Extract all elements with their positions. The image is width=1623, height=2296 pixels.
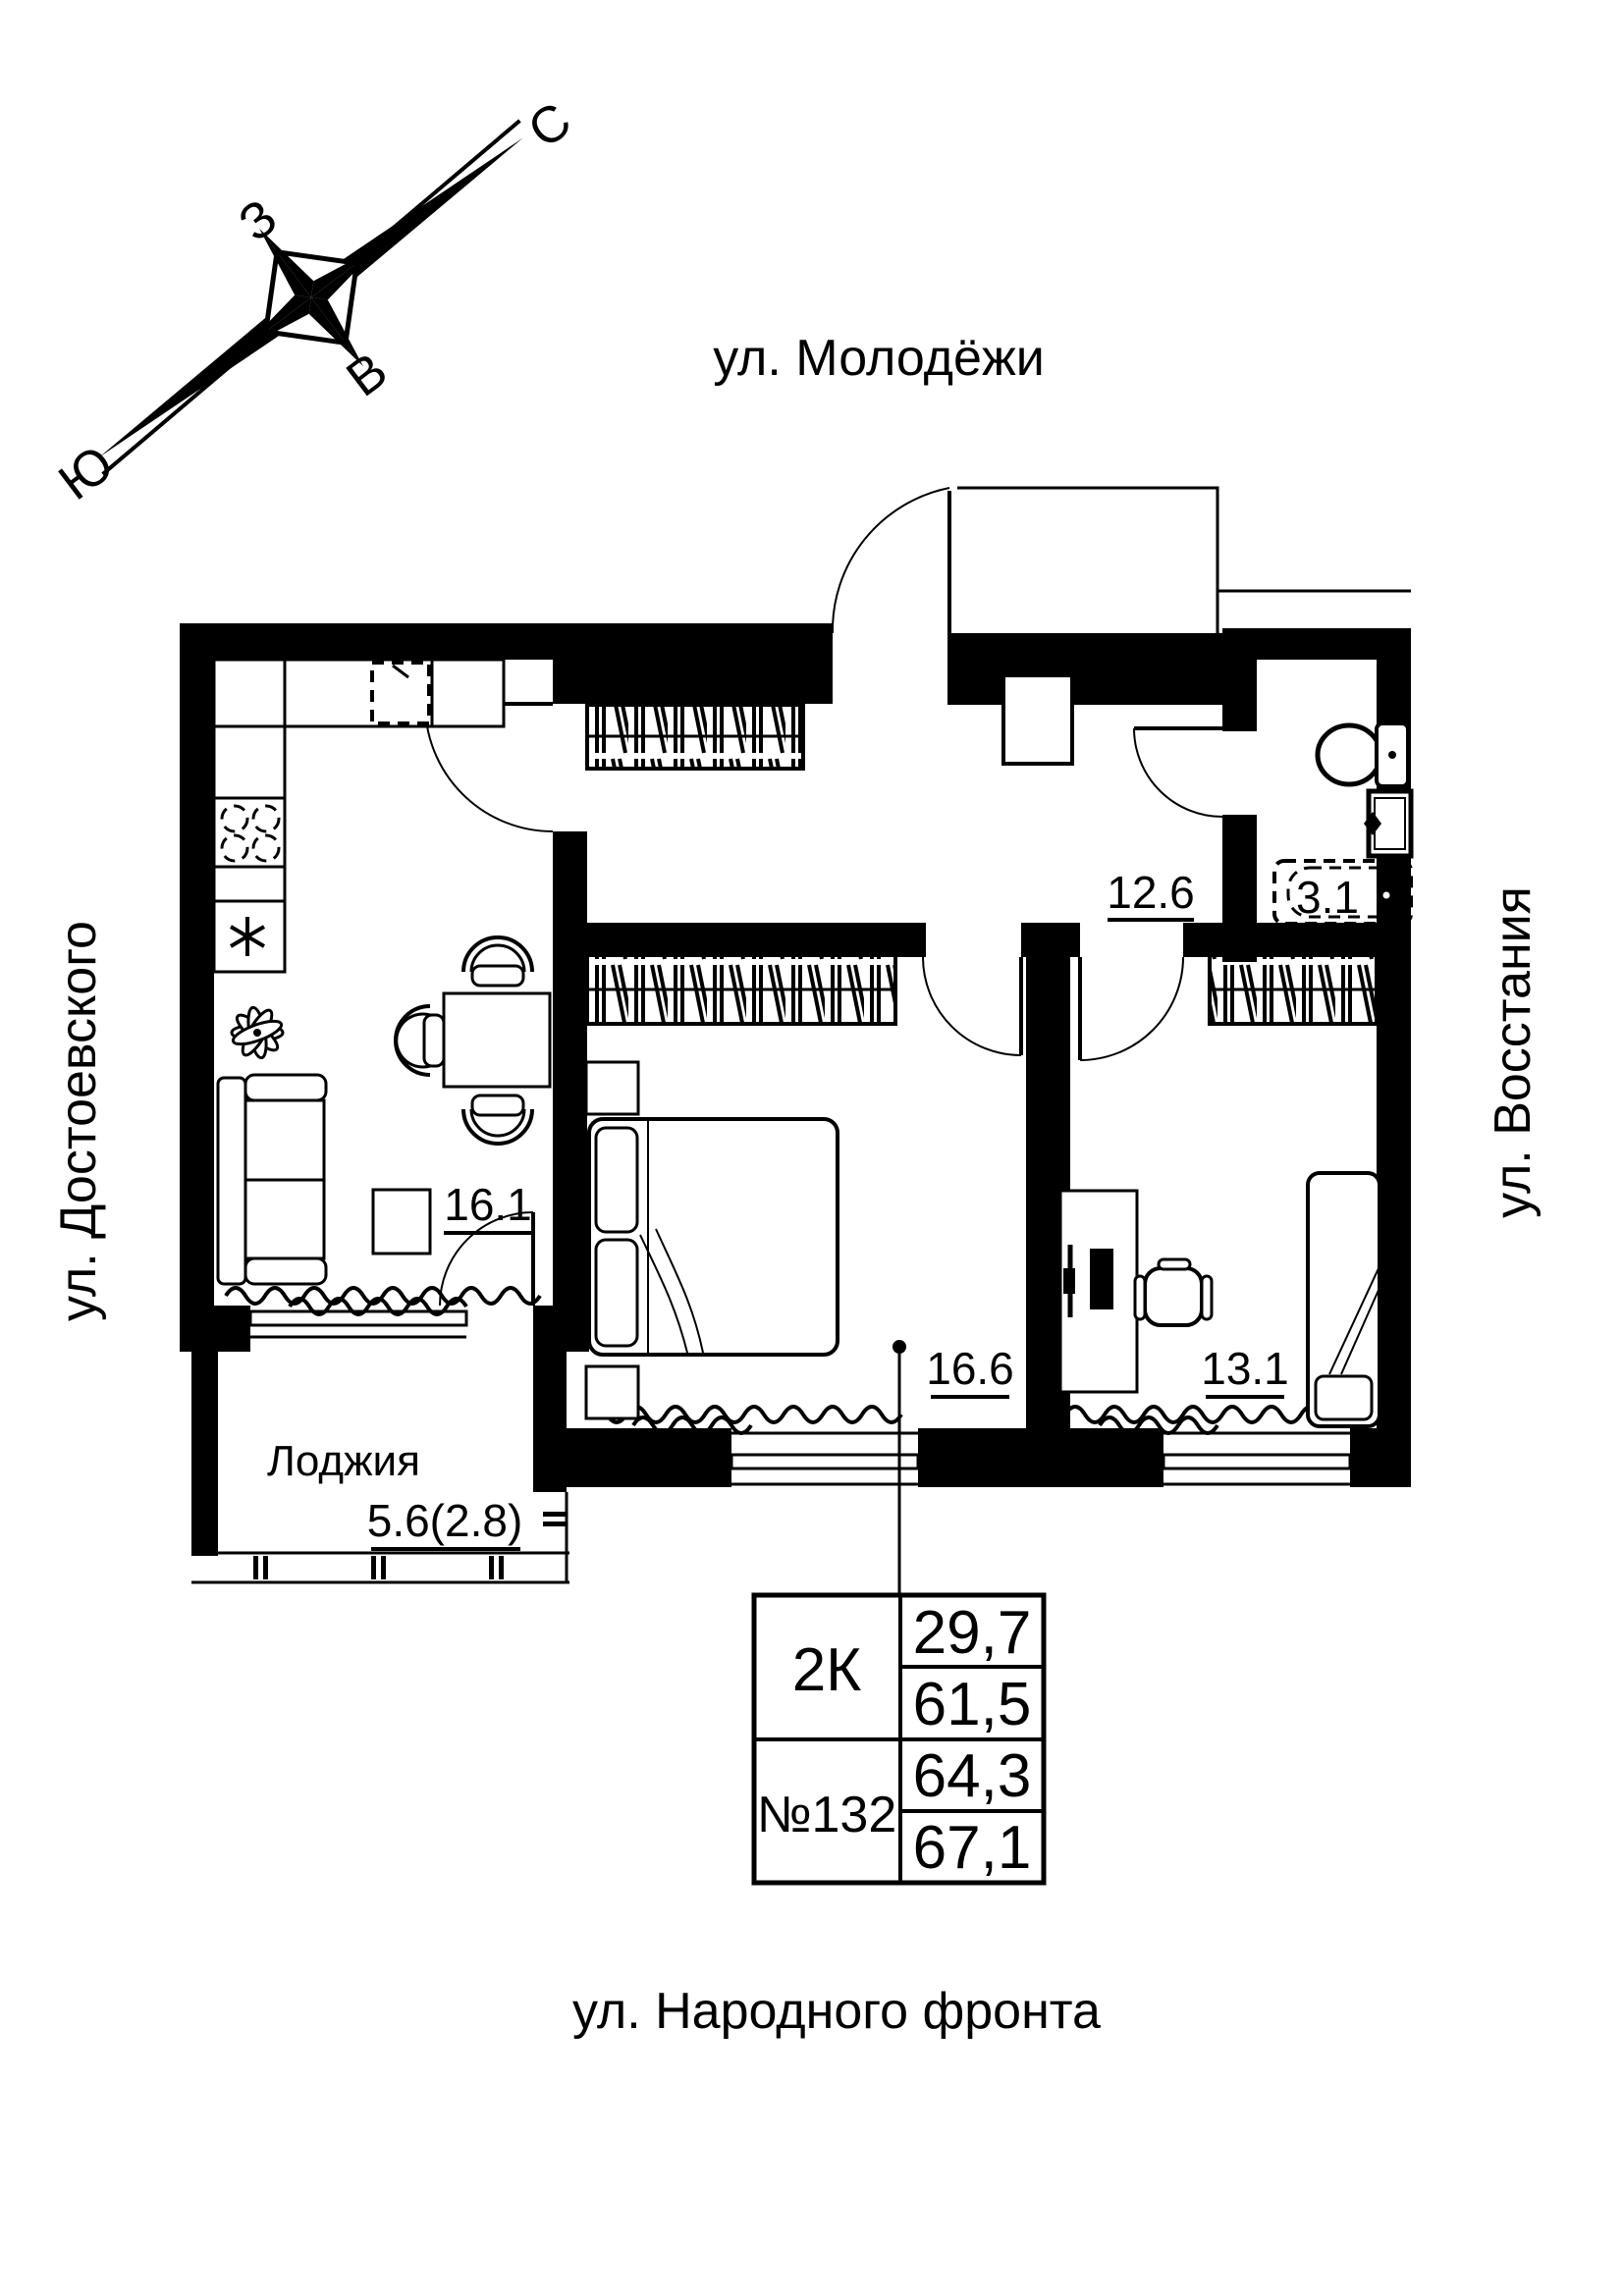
area-value-cell: 61,5 bbox=[913, 1671, 1032, 1738]
single-bed-icon bbox=[1306, 1171, 1381, 1428]
loggia: Лоджия 5.6(2.8) bbox=[267, 1437, 523, 1551]
fridge-icon bbox=[370, 661, 431, 725]
plant-icon bbox=[230, 1005, 285, 1060]
compass-rose: С З В Ю bbox=[49, 92, 582, 511]
toilet-icon bbox=[1315, 721, 1410, 788]
washbasin-icon bbox=[1364, 788, 1414, 859]
bathroom-door bbox=[1133, 726, 1223, 818]
chair-icon bbox=[461, 935, 534, 973]
bathtub-icon bbox=[1272, 859, 1413, 926]
entrance-landing bbox=[957, 486, 1411, 633]
kitchen-counter-top bbox=[212, 658, 506, 728]
street-label-top: ул. Молодёжи bbox=[713, 330, 1045, 387]
leader-line bbox=[893, 1340, 906, 1595]
bathroom-area-label: 3.1 bbox=[1296, 872, 1359, 923]
apartment-type-cell: 2К bbox=[792, 1636, 862, 1704]
sink-icon bbox=[229, 917, 266, 956]
street-label-right: ул. Восстания bbox=[1485, 886, 1542, 1218]
kitchen-living-room: 16.1 bbox=[212, 658, 552, 1286]
desk-icon bbox=[1058, 1189, 1139, 1394]
nightstand-icon bbox=[584, 1060, 640, 1116]
area-value-cell: 67,1 bbox=[913, 1814, 1032, 1882]
nightstand-icon bbox=[584, 1364, 640, 1420]
loggia-area-label: 5.6(2.8) bbox=[367, 1495, 523, 1546]
bedroom-main-door bbox=[922, 956, 1023, 1056]
bedroom-second: 13.1 bbox=[1058, 953, 1381, 1428]
compass-north-label: С bbox=[518, 92, 582, 160]
bedroom-main-area-label: 16.6 bbox=[926, 1343, 1014, 1394]
bedroom-second-area-label: 13.1 bbox=[1201, 1343, 1289, 1394]
double-bed-icon bbox=[587, 1117, 839, 1357]
loggia-glazing bbox=[191, 1492, 569, 1584]
area-value-cell: 29,7 bbox=[913, 1599, 1032, 1667]
apartment-number-cell: №132 bbox=[757, 1787, 897, 1843]
sofa-icon bbox=[216, 1073, 328, 1286]
utility-niche bbox=[1001, 673, 1074, 766]
stove-icon bbox=[220, 804, 281, 863]
apartment-info-table: 2К №132 29,7 61,5 64,3 67,1 bbox=[751, 1592, 1047, 1886]
kitchen-loggia-window bbox=[248, 1309, 468, 1339]
windows bbox=[191, 1309, 1352, 1584]
office-chair-icon bbox=[1133, 1257, 1214, 1327]
street-label-bottom: ул. Народного фронта bbox=[572, 1983, 1101, 2040]
entrance-door bbox=[831, 487, 951, 634]
bedroom-main-window bbox=[730, 1431, 920, 1486]
kitchen-area-label: 16.1 bbox=[444, 1179, 532, 1230]
dining-table-icon bbox=[442, 991, 552, 1089]
chair-icon bbox=[461, 1108, 534, 1146]
bedroom-second-window bbox=[1162, 1431, 1352, 1486]
dining-set bbox=[394, 935, 552, 1146]
area-value-cell: 64,3 bbox=[913, 1742, 1032, 1810]
bedroom-second-door bbox=[1078, 956, 1184, 1061]
compass-east-label: В bbox=[337, 342, 399, 407]
hallway: 12.6 bbox=[585, 703, 1195, 922]
bedroom-main: 16.6 bbox=[584, 953, 1014, 1595]
compass-west-label: З bbox=[229, 188, 288, 252]
hallway-area-label: 12.6 bbox=[1107, 867, 1195, 918]
balcony-door bbox=[439, 1211, 535, 1307]
bathroom: 3.1 bbox=[1272, 721, 1414, 928]
loggia-name-label: Лоджия bbox=[267, 1437, 420, 1485]
side-table-icon bbox=[371, 1188, 432, 1255]
street-label-left: ул. Достоевского bbox=[50, 921, 107, 1321]
